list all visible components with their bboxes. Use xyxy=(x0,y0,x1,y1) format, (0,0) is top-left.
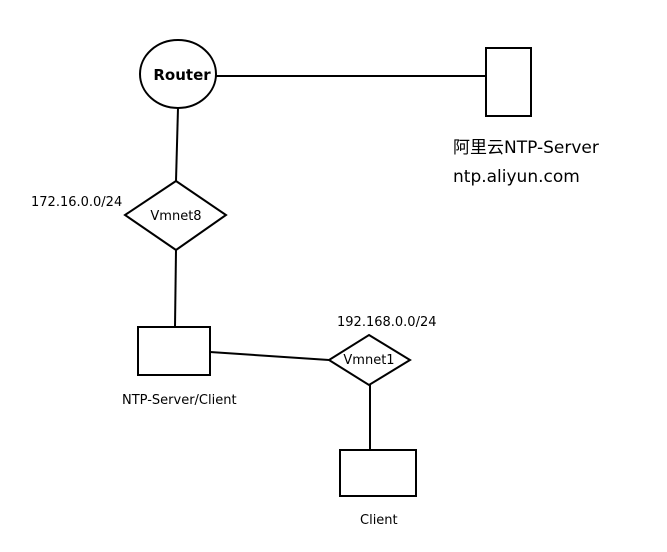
link-vmnet8-ntp-server xyxy=(174,249,177,328)
ntp-server-client-node xyxy=(137,326,211,376)
vmnet8-node xyxy=(123,179,228,252)
vmnet1-label: Vmnet1 xyxy=(343,353,394,368)
aliyun-server-node xyxy=(485,47,532,117)
router-node xyxy=(139,39,217,109)
ntp-server-client-label: NTP-Server/Client xyxy=(122,393,237,408)
router-label: Router xyxy=(153,66,211,84)
aliyun-server-label: 阿里云NTP-Server xyxy=(453,138,599,158)
link-ntp-server-vmnet1 xyxy=(209,351,330,361)
vmnet8-label: Vmnet8 xyxy=(150,209,201,224)
client-node xyxy=(339,449,417,497)
link-router-vmnet8 xyxy=(175,107,179,182)
aliyun-server-host: ntp.aliyun.com xyxy=(453,167,580,187)
vmnet1-subnet: 192.168.0.0/24 xyxy=(337,315,437,330)
client-label: Client xyxy=(360,513,398,528)
vmnet8-subnet: 172.16.0.0/24 xyxy=(31,195,122,210)
vmnet1-node xyxy=(327,333,412,387)
